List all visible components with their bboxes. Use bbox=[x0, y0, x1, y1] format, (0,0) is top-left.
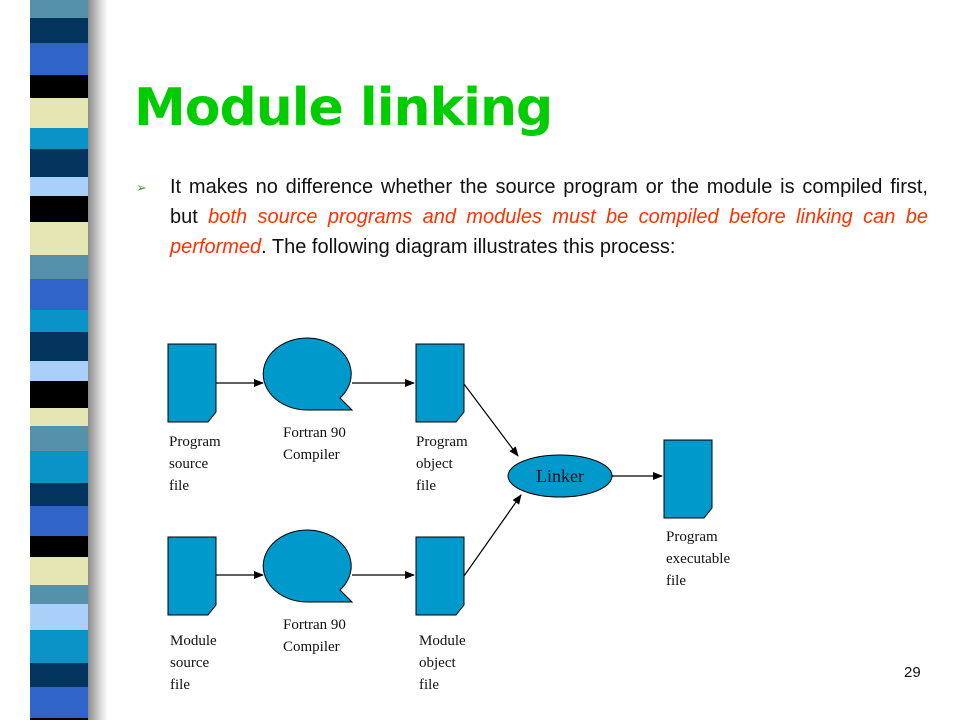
stripe-block bbox=[30, 332, 88, 361]
stripe-block bbox=[30, 451, 88, 483]
module-source-file-icon bbox=[167, 536, 217, 616]
bullet-arrow-icon: ➢ bbox=[136, 180, 147, 195]
linker-node bbox=[507, 454, 613, 498]
paragraph-text-start: It makes no difference whether the sourc… bbox=[170, 176, 928, 228]
program-object-file-icon bbox=[415, 343, 465, 423]
stripe-block bbox=[30, 149, 88, 177]
stripe-block bbox=[30, 718, 88, 720]
stripe-block bbox=[30, 177, 88, 196]
stripe-shadow bbox=[88, 0, 108, 720]
paragraph-emphasis: both source programs and modules must be… bbox=[170, 206, 929, 258]
stripe-block bbox=[30, 506, 88, 536]
stripe-block bbox=[30, 222, 88, 255]
stripe-block bbox=[30, 75, 88, 98]
stripe-block bbox=[30, 536, 88, 557]
compiler-top-icon bbox=[262, 337, 354, 411]
stripe-block bbox=[30, 361, 88, 381]
arrow-module-object-to-linker bbox=[463, 494, 522, 577]
module-object-file-icon bbox=[415, 536, 465, 616]
module-source-label: Module source file bbox=[170, 633, 217, 693]
stripe-block bbox=[30, 196, 88, 222]
stripe-block bbox=[30, 128, 88, 149]
stripe-block bbox=[30, 604, 88, 630]
program-source-label: Program source file bbox=[169, 434, 221, 494]
module-object-label: Module object file bbox=[419, 633, 466, 693]
program-executable-label: Program executable file bbox=[666, 529, 731, 589]
stripe-block bbox=[30, 381, 88, 408]
paragraph-text-end: . The following diagram illustrates this… bbox=[261, 236, 676, 258]
slide-title: Module linking bbox=[134, 78, 553, 138]
stripe-block bbox=[30, 0, 88, 18]
stripe-block bbox=[30, 279, 88, 310]
stripe-block bbox=[30, 408, 88, 426]
page-number: 29 bbox=[904, 664, 921, 681]
linker-label: Linker bbox=[536, 466, 584, 486]
arrow-program-object-to-linker bbox=[463, 383, 519, 457]
stripe-block bbox=[30, 585, 88, 604]
stripe-block bbox=[30, 426, 88, 451]
program-object-label: Program object file bbox=[416, 434, 468, 494]
compiler-bottom-icon bbox=[262, 529, 354, 603]
stripe-block bbox=[30, 310, 88, 332]
stripe-block bbox=[30, 557, 88, 585]
compiler-top-label: Fortran 90 Compiler bbox=[283, 425, 346, 463]
program-source-file-icon bbox=[167, 343, 217, 423]
stripe-block bbox=[30, 483, 88, 506]
stripe-block bbox=[30, 255, 88, 279]
body-paragraph: It makes no difference whether the sourc… bbox=[170, 172, 928, 262]
stripe-block bbox=[30, 98, 88, 128]
compiler-bottom-label: Fortran 90 Compiler bbox=[283, 617, 346, 655]
stripe-block bbox=[30, 18, 88, 43]
stripe-block bbox=[30, 43, 88, 75]
decorative-stripe bbox=[30, 0, 88, 720]
stripe-block bbox=[30, 663, 88, 687]
program-executable-file-icon bbox=[663, 439, 713, 519]
stripe-block bbox=[30, 630, 88, 663]
stripe-block bbox=[30, 687, 88, 718]
